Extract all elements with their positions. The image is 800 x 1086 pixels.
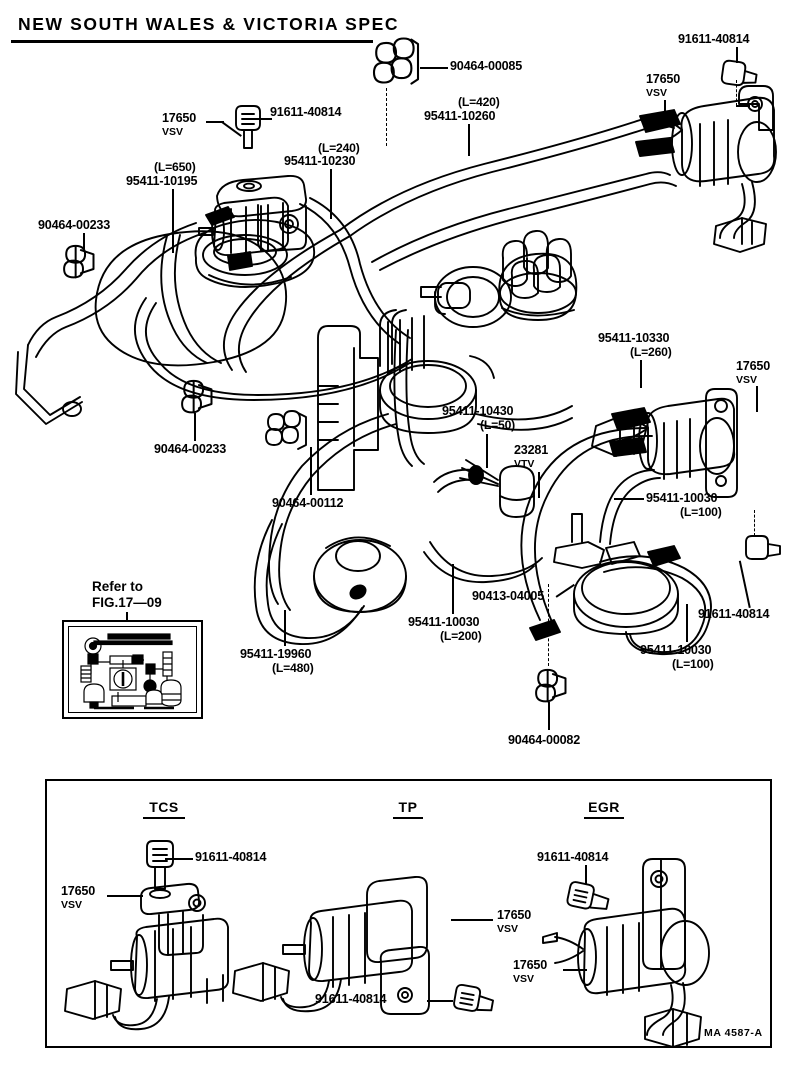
callout-23281: 23281 (514, 443, 549, 457)
leader-95411-10195 (172, 189, 174, 253)
callout-17650-upper-left: 17650 (162, 111, 197, 125)
callout-95411-19960-length: (L=480) (272, 661, 314, 675)
callout-95411-10260: 95411-10260 (424, 109, 496, 123)
tcs-vsv-illustration (64, 840, 229, 1031)
panel-title-egr: EGR (588, 799, 620, 815)
callout-90464-00233-center: 90464-00233 (154, 442, 227, 456)
leader-egr-17650 (563, 969, 587, 971)
leader-90464-00085 (420, 67, 448, 69)
detail-panel: TCS 91611-40814 17650 VSV (45, 779, 772, 1048)
callout-17650-top-right-sub: VSV (646, 87, 668, 99)
leader-tcs-17650 (107, 895, 143, 897)
leader-91611-40814-upper-left (254, 118, 272, 120)
detail-callout-tcs-17650-sub: VSV (61, 899, 83, 911)
callout-95411-10260-length: (L=420) (458, 95, 500, 109)
leader-91611-40814-top-right-dash (736, 80, 737, 106)
refer-to-line2: FIG.17—09 (92, 595, 162, 610)
leader-90464-00233-center (194, 413, 196, 441)
detail-callout-egr-17650: 17650 (513, 958, 548, 972)
callout-95411-10030-right-lower: 95411-10030 (640, 643, 712, 657)
leader-95411-10030-right-upper (614, 498, 644, 500)
callout-95411-10330: 95411-10330 (598, 331, 670, 345)
callout-91611-40814-top-right: 91611-40814 (678, 32, 750, 46)
leader-91611-40814-top-right-h (736, 105, 750, 107)
callout-95411-10195-length: (L=650) (154, 160, 196, 174)
sheet-code: MA 4587-A (704, 1027, 763, 1039)
leader-95411-10330 (640, 360, 642, 388)
callout-90413-04005: 90413-04005 (472, 589, 545, 603)
callout-95411-10030-bottom: 95411-10030 (408, 615, 480, 629)
leader-95411-10030-right-lower (686, 604, 688, 642)
callout-95411-10430: 95411-10430 (442, 404, 514, 418)
refer-to-note: Refer to FIG.17—09 (92, 579, 162, 611)
panel-title-tp-underline (393, 817, 423, 820)
leader-91611-40814-top-right (736, 47, 738, 63)
callout-95411-10430-length: (L=50) (480, 418, 516, 432)
leader-egr-91611-40814 (585, 865, 587, 885)
leader-17650-top-right (664, 100, 666, 128)
detail-callout-tp-17650-sub: VSV (497, 923, 519, 935)
leader-90413-04005 (555, 583, 575, 598)
detail-callout-egr-17650-sub: VSV (513, 973, 535, 985)
panel-title-tp: TP (398, 799, 418, 815)
detail-callout-tp-91611-40814: 91611-40814 (315, 992, 387, 1006)
leader-tp-17650 (451, 919, 493, 921)
leader-95411-10030-bottom (452, 564, 454, 614)
leader-17650-upper-left-2 (221, 121, 242, 137)
reference-figure-inner-border (68, 626, 197, 713)
panel-title-egr-underline (584, 817, 624, 820)
reference-figure-art (80, 633, 182, 710)
leader-tp-91611-40814 (427, 1000, 453, 1002)
panel-title-tcs: TCS (149, 799, 179, 815)
callout-90464-00233-left: 90464-00233 (38, 218, 111, 232)
refer-to-line1: Refer to (92, 579, 144, 594)
callout-95411-10230: 95411-10230 (284, 154, 356, 168)
callout-95411-19960: 95411-19960 (240, 647, 312, 661)
leader-95411-10430 (486, 434, 488, 468)
callout-23281-sub: VTV (514, 458, 535, 470)
callout-90464-00112: 90464-00112 (272, 496, 344, 510)
callout-95411-10030-right-upper-length: (L=100) (680, 505, 722, 519)
detail-callout-tp-17650: 17650 (497, 908, 532, 922)
callout-95411-10030-bottom-length: (L=200) (440, 629, 482, 643)
callout-95411-10230-length: (L=240) (318, 141, 360, 155)
reference-figure-thumbnail[interactable] (62, 620, 203, 719)
panel-title-tcs-underline (143, 817, 185, 820)
leader-91611-40814-right (739, 560, 751, 608)
page-title: NEW SOUTH WALES & VICTORIA SPEC (18, 14, 400, 34)
callout-95411-10030-right-upper: 95411-10030 (646, 491, 718, 505)
leader-tcs-91611-40814 (165, 858, 193, 860)
detail-callout-egr-91611-40814: 91611-40814 (537, 850, 609, 864)
tp-vsv-illustration (232, 875, 494, 1015)
leader-17650-right (756, 386, 758, 412)
callout-17650-right: 17650 (736, 359, 771, 373)
leader-95411-19960 (284, 610, 286, 646)
leader-refer-to (126, 612, 128, 622)
detail-callout-tcs-91611-40814: 91611-40814 (195, 850, 267, 864)
leader-90464-00233-left (83, 233, 85, 249)
leader-95411-10260 (468, 124, 470, 156)
leader-90464-00085-dash (386, 88, 387, 146)
callout-17650-top-right: 17650 (646, 72, 681, 86)
callout-17650-upper-left-sub: VSV (162, 126, 184, 138)
leader-23281 (538, 472, 540, 498)
callout-90464-00082: 90464-00082 (508, 733, 581, 747)
leader-90464-00082-dash (548, 584, 549, 666)
callout-17650-right-sub: VSV (736, 374, 758, 386)
leader-90464-00112 (310, 447, 312, 495)
leader-90464-00082 (548, 702, 550, 730)
title-underline (11, 40, 373, 43)
detail-callout-tcs-17650: 17650 (61, 884, 96, 898)
callout-95411-10330-length: (L=260) (630, 345, 672, 359)
leader-17650-upper-left (206, 121, 224, 123)
callout-91611-40814-upper-left: 91611-40814 (270, 105, 342, 119)
callout-90464-00085: 90464-00085 (450, 59, 523, 73)
egr-vsv-illustration (542, 858, 710, 1046)
callout-95411-10030-right-lower-length: (L=100) (672, 657, 714, 671)
leader-91611-40814-right-dash (754, 510, 755, 536)
leader-95411-10230 (330, 169, 332, 219)
callout-91611-40814-right: 91611-40814 (698, 607, 770, 621)
callout-95411-10195: 95411-10195 (126, 174, 198, 188)
